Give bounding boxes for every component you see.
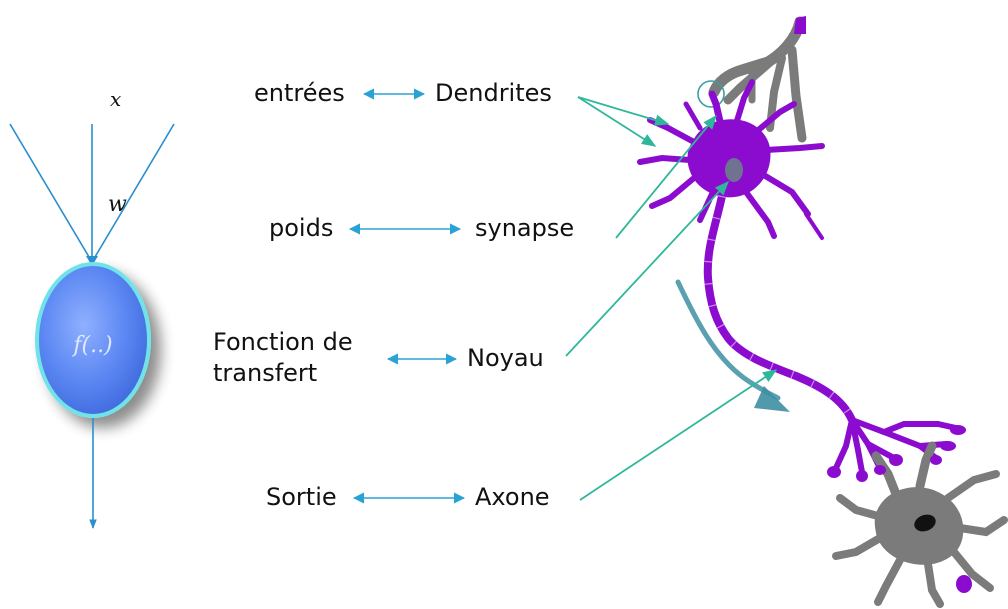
input-label: x [110, 87, 121, 111]
input-line-left [10, 124, 92, 262]
label-sortie: Sortie [266, 483, 337, 511]
correspondence-table: entrées Dendrites poids synapse Fonction… [213, 79, 574, 511]
label-synapse: synapse [475, 214, 574, 242]
label-fonction-de: Fonction de [213, 328, 353, 356]
axon [708, 196, 852, 420]
input-line-right [92, 124, 174, 262]
pointer-axone [580, 370, 776, 500]
pointer-dendrites-b [578, 97, 655, 146]
function-label: f(..) [71, 333, 112, 358]
label-poids: poids [269, 214, 333, 242]
purple-neuron-soma [640, 82, 822, 238]
label-entrees: entrées [254, 79, 345, 107]
upper-grey-neuron [698, 16, 806, 138]
biological-neuron [640, 16, 1004, 604]
label-axone: Axone [475, 483, 550, 511]
label-dendrites: Dendrites [435, 79, 552, 107]
nucleus [725, 158, 743, 182]
pointer-dendrites-a [578, 97, 668, 124]
artificial-neuron-model: x w f(..) [10, 87, 174, 528]
label-noyau: Noyau [467, 344, 544, 372]
label-transfert: transfert [213, 359, 317, 387]
weight-label: w [108, 192, 127, 217]
